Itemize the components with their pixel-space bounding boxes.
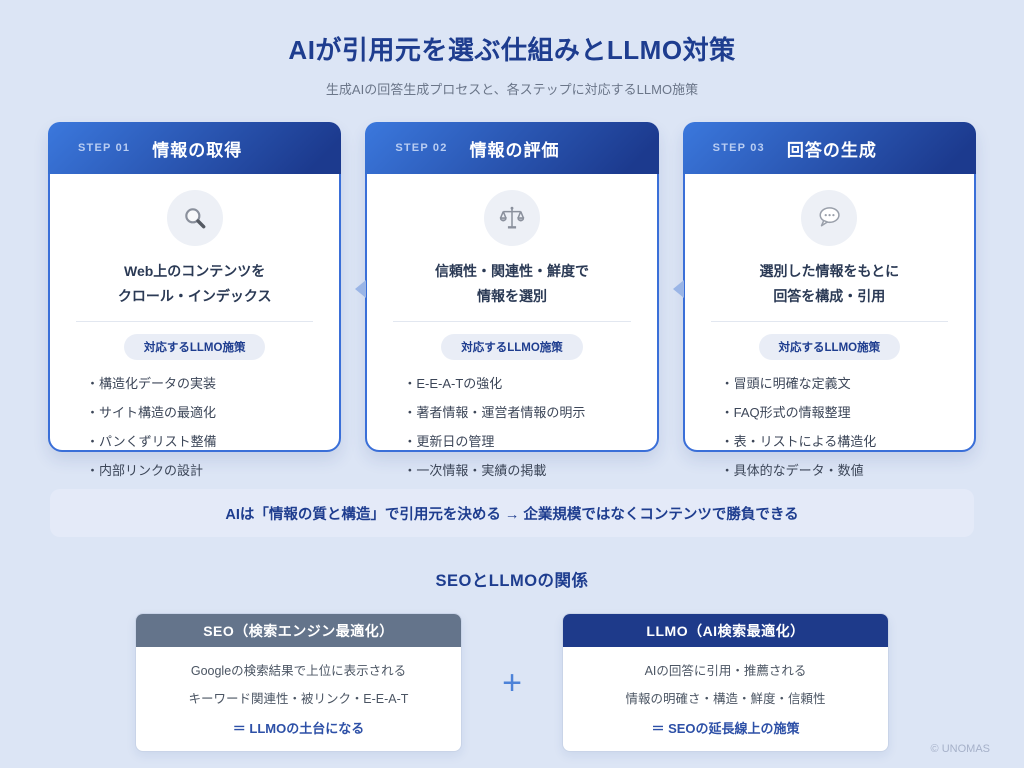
seo-box-body: Googleの検索結果で上位に表示される キーワード関連性・被リンク・E-E-A…	[136, 647, 461, 751]
step-card-3: STEP 03 回答の生成 選別した情報をもとに回答を構成・引用 対応するLLM…	[672, 122, 976, 478]
flow-arrow-icon	[672, 280, 684, 298]
step-title: 情報の評価	[469, 140, 560, 160]
list-item: ・構造化データの実装	[86, 376, 217, 391]
list-item: ・サイト構造の最適化	[86, 405, 217, 420]
llmo-measures-pill: 対応するLLMO施策	[123, 334, 266, 360]
divider	[710, 321, 948, 322]
seo-line-2: キーワード関連性・被リンク・E-E-A-T	[188, 692, 409, 706]
relation-section-title: SEOとLLMOの関係	[435, 572, 589, 590]
list-item: ・具体的なデータ・数値	[720, 463, 864, 478]
page-title: AIが引用元を選ぶ仕組みとLLMO対策	[288, 35, 736, 65]
step-label: STEP 01	[78, 142, 131, 154]
llmo-line-2: 情報の明確さ・構造・鮮度・信頼性	[625, 692, 826, 706]
list-item: ・FAQ形式の情報整理	[720, 405, 851, 420]
magnifier-icon	[166, 190, 223, 246]
llmo-conclusion: ＝ SEOの延長線上の施策	[651, 721, 800, 736]
key-message-banner: AIは「情報の質と構造」で引用元を決める → 企業規模ではなくコンテンツで勝負で…	[50, 489, 974, 537]
step-title: 回答の生成	[786, 140, 877, 160]
llmo-measures-pill: 対応するLLMO施策	[758, 334, 901, 360]
llmo-box-header: LLMO（AI検索最適化）	[563, 614, 888, 647]
step-card-3-body: 選別した情報をもとに回答を構成・引用 対応するLLMO施策 ・冒頭に明確な定義文…	[685, 174, 974, 479]
seo-line-1: Googleの検索結果で上位に表示される	[190, 664, 407, 678]
seo-box-header: SEO（検索エンジン最適化）	[136, 614, 461, 647]
list-item: ・パンくずリスト整備	[86, 434, 217, 449]
measures-list: ・E-E-A-Tの強化 ・著者情報・運営者情報の明示 ・更新日の管理 ・一次情報…	[367, 373, 656, 479]
key-message-text: AIは「情報の質と構造」で引用元を決める → 企業規模ではなくコンテンツで勝負で…	[225, 506, 799, 523]
seo-box: SEO（検索エンジン最適化） Googleの検索結果で上位に表示される キーワー…	[135, 613, 462, 752]
seo-conclusion: ＝ LLMOの土台になる	[232, 721, 365, 736]
llmo-box-body: AIの回答に引用・推薦される 情報の明確さ・構造・鮮度・信頼性 ＝ SEOの延長…	[563, 647, 888, 751]
measures-list: ・冒頭に明確な定義文 ・FAQ形式の情報整理 ・表・リストによる構造化 ・具体的…	[685, 373, 974, 479]
list-item: ・表・リストによる構造化	[720, 434, 877, 449]
relation-row: SEO（検索エンジン最適化） Googleの検索結果で上位に表示される キーワー…	[0, 613, 1024, 752]
copyright: © UNOMAS	[930, 743, 990, 755]
step-card-2: STEP 02 情報の評価 信頼性・関連性・鮮度で情	[355, 122, 659, 478]
list-item: ・一次情報・実績の掲載	[403, 463, 547, 478]
step-card-2-body: 信頼性・関連性・鮮度で情報を選別 対応するLLMO施策 ・E-E-A-Tの強化 …	[367, 174, 656, 479]
list-item: ・著者情報・運営者情報の明示	[403, 405, 586, 420]
step-card-3-header: STEP 03 回答の生成	[682, 122, 976, 174]
step-label: STEP 03	[712, 142, 765, 154]
page-subtitle: 生成AIの回答生成プロセスと、各ステップに対応するLLMO施策	[325, 82, 699, 97]
scales-icon	[483, 190, 540, 246]
step-card-2-header: STEP 02 情報の評価	[365, 122, 659, 174]
step-card-1-header: STEP 01 情報の取得	[48, 122, 342, 174]
step-title: 情報の取得	[152, 140, 243, 160]
list-item: ・更新日の管理	[403, 434, 495, 449]
llmo-box: LLMO（AI検索最適化） AIの回答に引用・推薦される 情報の明確さ・構造・鮮…	[562, 613, 889, 752]
list-item: ・内部リンクの設計	[86, 463, 204, 478]
step-card-1: STEP 01 情報の取得 Web上のコンテンツをクロール・インデックス 対応す…	[48, 122, 342, 478]
step-description: 信頼性・関連性・鮮度で情報を選別	[434, 263, 589, 304]
steps-row: STEP 01 情報の取得 Web上のコンテンツをクロール・インデックス 対応す…	[0, 122, 1024, 478]
flow-arrow-icon	[355, 280, 367, 298]
list-item: ・E-E-A-Tの強化	[403, 376, 503, 391]
step-description: 選別した情報をもとに回答を構成・引用	[759, 263, 900, 304]
step-label: STEP 02	[395, 142, 448, 154]
measures-list: ・構造化データの実装 ・サイト構造の最適化 ・パンくずリスト整備 ・内部リンクの…	[50, 373, 339, 479]
divider	[76, 321, 314, 322]
step-description: Web上のコンテンツをクロール・インデックス	[117, 263, 272, 304]
llmo-measures-pill: 対応するLLMO施策	[441, 334, 583, 360]
divider	[393, 321, 631, 322]
speech-bubble-icon	[801, 190, 858, 246]
list-item: ・冒頭に明確な定義文	[720, 376, 851, 391]
plus-icon: +	[502, 663, 522, 702]
step-card-1-body: Web上のコンテンツをクロール・インデックス 対応するLLMO施策 ・構造化デー…	[50, 174, 339, 479]
llmo-line-1: AIの回答に引用・推薦される	[644, 664, 807, 678]
